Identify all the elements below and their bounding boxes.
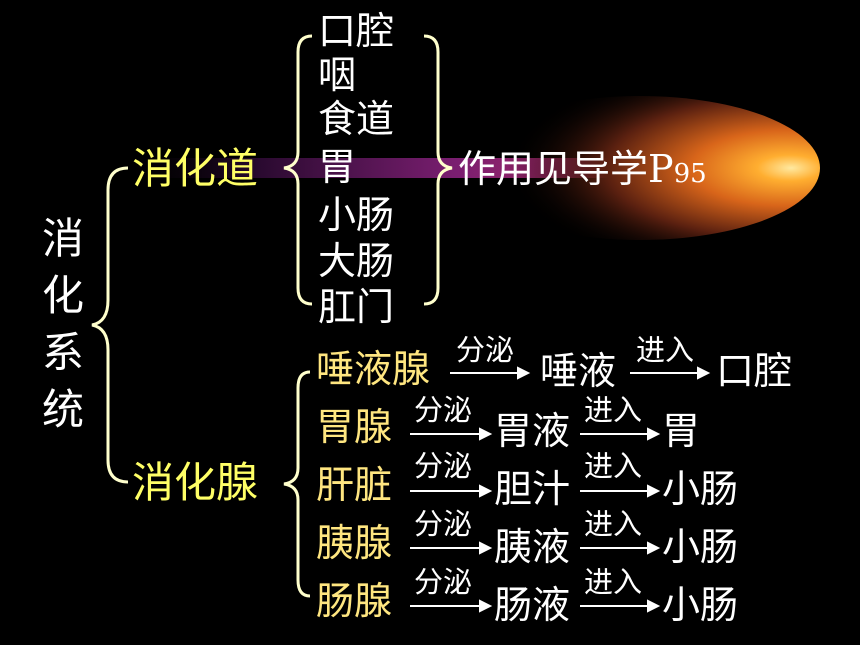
tract-label: 消化道 xyxy=(132,144,259,193)
brace-tract-right xyxy=(423,34,453,306)
tract-function-label: 作用见导学P xyxy=(458,147,674,191)
verb-secrete: 分泌 xyxy=(414,449,473,483)
tract-function-page: 95 xyxy=(673,159,707,189)
root-title-char: 化 xyxy=(41,271,84,320)
verb-enter: 进入 xyxy=(584,449,643,483)
root-title-char: 系 xyxy=(41,328,84,377)
target-organ: 胃 xyxy=(662,409,701,453)
root-title-char: 消 xyxy=(41,214,84,263)
secretion-name: 唾液 xyxy=(540,349,617,393)
verb-enter: 进入 xyxy=(636,333,695,367)
organ-item: 大肠 xyxy=(318,239,395,283)
arrows xyxy=(410,366,711,613)
verb-secrete: 分泌 xyxy=(414,565,473,599)
tract-function-text: 作用见导学P95 xyxy=(458,150,707,188)
secretion-name: 胆汁 xyxy=(494,467,571,511)
organ-item: 肛门 xyxy=(318,285,395,329)
brace-tract-left xyxy=(283,34,313,306)
organ-item: 食道 xyxy=(318,97,395,141)
glow-comet xyxy=(460,96,820,240)
root-title: 消 化 系 统 xyxy=(38,210,88,438)
secretion-name: 肠液 xyxy=(494,583,571,627)
brace-glands xyxy=(283,370,311,598)
organ-item: 口腔 xyxy=(318,9,395,53)
verb-enter: 进入 xyxy=(584,507,643,541)
organ-item: 小肠 xyxy=(318,193,395,237)
verb-secrete: 分泌 xyxy=(456,333,515,367)
organ-item: 咽 xyxy=(318,53,357,97)
target-organ: 小肠 xyxy=(662,583,739,627)
glands-label: 消化腺 xyxy=(132,458,259,507)
gland-name: 胃腺 xyxy=(316,405,393,449)
brace-root xyxy=(91,166,129,484)
secretion-name: 胃液 xyxy=(494,409,571,453)
gland-name: 胰腺 xyxy=(316,521,393,565)
verb-secrete: 分泌 xyxy=(414,507,473,541)
verb-enter: 进入 xyxy=(584,393,643,427)
root-title-char: 统 xyxy=(41,385,84,434)
secretion-name: 胰液 xyxy=(494,525,571,569)
target-organ: 小肠 xyxy=(662,467,739,511)
target-organ: 口腔 xyxy=(716,349,793,393)
verb-enter: 进入 xyxy=(584,565,643,599)
gland-name: 肝脏 xyxy=(316,463,393,507)
verb-secrete: 分泌 xyxy=(414,393,473,427)
target-organ: 小肠 xyxy=(662,525,739,569)
gland-name: 唾液腺 xyxy=(316,347,431,391)
gland-name: 肠腺 xyxy=(316,579,393,623)
organ-item: 胃 xyxy=(318,145,357,189)
